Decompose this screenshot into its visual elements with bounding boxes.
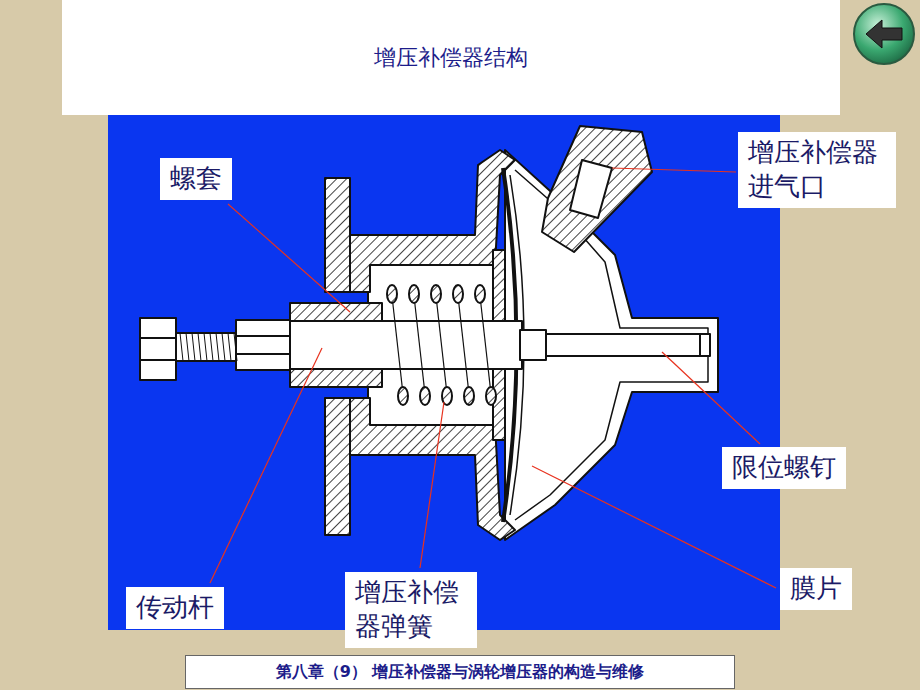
callout-label: 传动杆 (126, 587, 224, 629)
callout-label: 增压补偿器 进气口 (738, 132, 896, 208)
callout-label: 限位螺钉 (722, 447, 846, 489)
title: 增压补偿器结构 (374, 43, 528, 73)
caption: 第八章（9） 增压补偿器与涡轮增压器的构造与维修 (276, 662, 645, 683)
label-text: 螺套 (170, 162, 222, 196)
callout-label: 螺套 (160, 158, 232, 200)
label-text: 增压补偿器 进气口 (748, 136, 886, 204)
compensator-section (140, 126, 718, 540)
label-text: 限位螺钉 (732, 451, 836, 485)
caption-box: 第八章（9） 增压补偿器与涡轮增压器的构造与维修 (185, 655, 735, 689)
back-button (854, 4, 914, 64)
callout-label: 膜片 (780, 568, 852, 610)
title-box: 增压补偿器结构 (62, 0, 840, 115)
callout-label: 增压补偿 器弹簧 (345, 572, 477, 648)
label-text: 传动杆 (136, 591, 214, 625)
diagram-ground (108, 115, 780, 630)
label-text: 增压补偿 器弹簧 (355, 576, 467, 644)
label-text: 膜片 (790, 572, 842, 606)
leader-lines (210, 168, 776, 588)
